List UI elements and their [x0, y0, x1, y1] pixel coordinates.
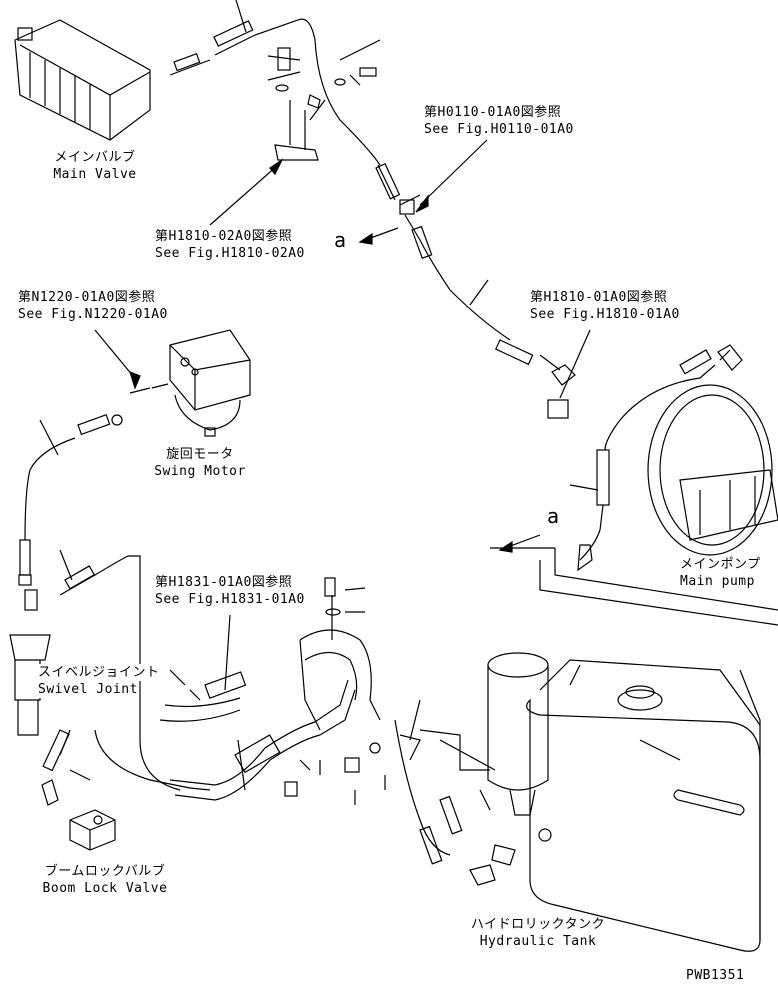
swing-motor-label-jp: 旋回モータ	[166, 447, 234, 462]
swivel-joint-part	[9, 589, 51, 736]
swing-motor-part	[169, 329, 251, 437]
ref-h1810-01a0-en: See Fig.H1810-01A0	[530, 307, 680, 322]
main-pump-part	[647, 384, 778, 556]
hose-bundle	[169, 679, 356, 801]
connector-a-label: a	[334, 228, 347, 252]
ref-n1220-01a0-en: See Fig.N1220-01A0	[18, 307, 168, 322]
swing-motor-label-en: Swing Motor	[154, 464, 246, 479]
boom-lock-valve-label-jp: ブームロックバルブ	[44, 864, 166, 879]
boom-lock-valve-part	[69, 809, 116, 851]
boom-lock-valve-label-en: Boom Lock Valve	[42, 881, 168, 896]
hydraulic-tank-label-en: Hydraulic Tank	[479, 934, 597, 949]
ref-h1810-02a0-en: See Fig.H1810-02A0	[155, 246, 305, 261]
hydraulic-tank-label-jp: ハイドロリックタンク	[470, 917, 606, 932]
ref-h1810-02a0-jp: 第H1810-02A0図参照	[155, 229, 293, 244]
hose-main-valve	[169, 18, 381, 166]
hydraulic-tank-part	[487, 652, 761, 952]
swivel-joint-label-en: Swivel Joint	[38, 681, 138, 698]
ref-h0110-01a0-jp: 第H0110-01A0図参照	[424, 105, 562, 120]
connector-a-label: a	[547, 504, 560, 528]
ref-n1220-01a0-jp: 第N1220-01A0図参照	[18, 290, 156, 305]
main-pump-label-jp: メインポンプ	[680, 556, 761, 573]
main-valve-label-jp: メインバルブ	[54, 150, 136, 165]
ref-h0110-01a0-en: See Fig.H0110-01A0	[424, 122, 574, 137]
drawing-number: PWB1351	[686, 968, 745, 983]
bracket-part	[274, 100, 319, 161]
ref-h1831-01a0-en: See Fig.H1831-01A0	[155, 592, 305, 607]
main-pump-label-en: Main pump	[680, 573, 755, 590]
swivel-joint-label-jp: スイベルジョイント	[38, 664, 160, 681]
ref-h1831-01a0-jp: 第H1831-01A0図参照	[155, 575, 293, 590]
main-valve-label-en: Main Valve	[53, 167, 137, 182]
ref-h1810-01a0-jp: 第H1810-01A0図参照	[530, 290, 668, 305]
main-valve-part	[14, 19, 151, 141]
